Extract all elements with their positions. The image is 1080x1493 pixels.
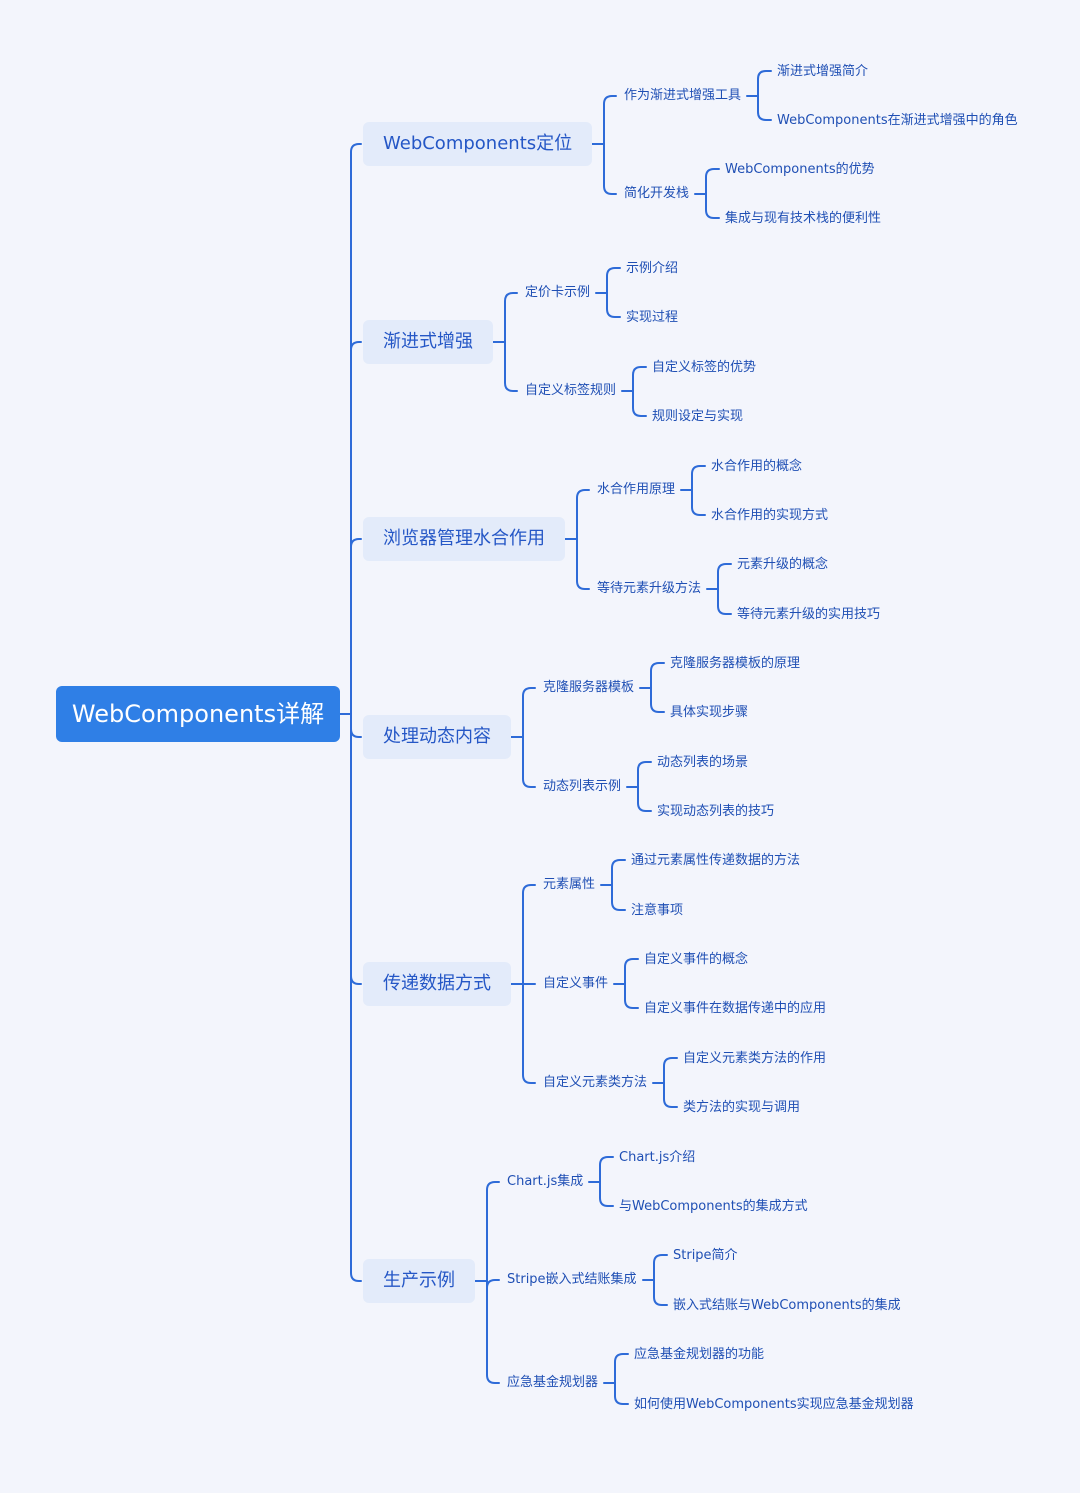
- topic-connector-branch: [486, 1279, 500, 1289]
- subtopic-connector-branch: [614, 1382, 629, 1405]
- topic-connector-branch: [522, 736, 536, 788]
- subtopic-connector-branch: [611, 884, 626, 911]
- subtopic-node[interactable]: 动态列表示例: [543, 779, 622, 794]
- leaf-node[interactable]: 示例介绍: [626, 260, 679, 276]
- root-connector-branch: [350, 538, 362, 715]
- subtopic-node[interactable]: 自定义事件: [543, 976, 609, 991]
- subtopic-connector-branch: [599, 1181, 614, 1207]
- subtopic-connector-branch: [757, 70, 772, 97]
- topic-node[interactable]: 生产示例: [363, 1259, 475, 1303]
- subtopic-node[interactable]: 自定义标签规则: [525, 383, 617, 398]
- leaf-node[interactable]: 类方法的实现与调用: [683, 1099, 801, 1115]
- topic-connector-branch: [522, 687, 536, 738]
- topic-node[interactable]: 渐进式增强: [363, 320, 493, 364]
- leaf-node[interactable]: 自定义元素类方法的作用: [683, 1050, 827, 1066]
- topic-connector-branch: [504, 341, 518, 392]
- subtopic-node[interactable]: Stripe嵌入式结账集成: [507, 1272, 637, 1287]
- subtopic-connector-branch: [637, 786, 652, 812]
- subtopic-node[interactable]: 克隆服务器模板: [543, 680, 635, 695]
- subtopic-node[interactable]: 自定义元素类方法: [543, 1075, 648, 1090]
- leaf-node[interactable]: 实现过程: [626, 309, 679, 325]
- subtopic-connector-branch: [632, 366, 647, 392]
- topic-connector-branch: [603, 95, 617, 145]
- leaf-node[interactable]: Stripe简介: [673, 1247, 738, 1263]
- leaf-node[interactable]: 规则设定与实现: [652, 408, 744, 424]
- leaf-node[interactable]: 通过元素属性传递数据的方法: [631, 852, 801, 868]
- leaf-node[interactable]: 如何使用WebComponents实现应急基金规划器: [634, 1396, 914, 1412]
- subtopic-connector-branch: [691, 465, 706, 491]
- subtopic-connector-branch: [599, 1156, 614, 1183]
- leaf-node[interactable]: 元素升级的概念: [737, 556, 829, 572]
- root-connector-branch: [350, 341, 362, 715]
- leaf-node[interactable]: WebComponents在渐进式增强中的角色: [777, 112, 1018, 128]
- subtopic-connector-branch: [705, 193, 720, 219]
- topic-connector-branch: [576, 489, 590, 540]
- topic-connector-branch: [522, 884, 536, 985]
- leaf-node[interactable]: 渐进式增强简介: [777, 63, 869, 79]
- leaf-node[interactable]: 具体实现步骤: [670, 704, 749, 720]
- leaf-node[interactable]: 克隆服务器模板的原理: [670, 655, 801, 671]
- topic-node[interactable]: 浏览器管理水合作用: [363, 517, 565, 561]
- subtopic-connector-branch: [632, 390, 647, 417]
- subtopic-connector-branch: [663, 1082, 678, 1108]
- subtopic-connector-branch: [663, 1057, 678, 1084]
- leaf-node[interactable]: Chart.js介绍: [619, 1149, 696, 1165]
- subtopic-connector-branch: [717, 563, 732, 590]
- leaf-node[interactable]: 动态列表的场景: [657, 754, 749, 770]
- topic-connector-branch: [486, 1280, 500, 1384]
- subtopic-node[interactable]: Chart.js集成: [507, 1174, 584, 1189]
- leaf-node[interactable]: 水合作用的实现方式: [711, 507, 829, 523]
- topic-connector-branch: [522, 983, 536, 1084]
- subtopic-connector-branch: [624, 958, 639, 985]
- subtopic-node[interactable]: 元素属性: [543, 877, 596, 892]
- subtopic-node[interactable]: 作为渐进式增强工具: [624, 88, 742, 103]
- subtopic-connector-branch: [653, 1279, 668, 1306]
- topic-node[interactable]: WebComponents定位: [363, 122, 593, 166]
- leaf-node[interactable]: WebComponents的优势: [725, 161, 875, 177]
- leaf-node[interactable]: 与WebComponents的集成方式: [619, 1198, 808, 1214]
- topic-connector-branch: [486, 1181, 500, 1282]
- leaf-node[interactable]: 集成与现有技术栈的便利性: [725, 210, 882, 226]
- root-connector-branch: [350, 713, 362, 738]
- leaf-node[interactable]: 水合作用的概念: [711, 458, 803, 474]
- subtopic-connector-branch: [650, 662, 665, 689]
- root-connector-branch: [350, 713, 362, 1282]
- subtopic-node[interactable]: 应急基金规划器: [507, 1375, 599, 1390]
- leaf-node[interactable]: 自定义事件在数据传递中的应用: [644, 1000, 827, 1016]
- root-connector-branch: [350, 143, 362, 715]
- topic-node[interactable]: 传递数据方式: [363, 962, 511, 1006]
- leaf-node[interactable]: 实现动态列表的技巧: [657, 803, 775, 819]
- root-connector-branch: [350, 713, 362, 985]
- subtopic-connector-branch: [606, 267, 621, 294]
- leaf-node[interactable]: 应急基金规划器的功能: [634, 1346, 765, 1362]
- subtopic-node[interactable]: 简化开发栈: [624, 186, 690, 201]
- topic-connector-branch: [603, 143, 617, 195]
- root-node[interactable]: WebComponents详解: [56, 686, 340, 742]
- subtopic-connector-branch: [653, 1254, 668, 1281]
- subtopic-connector-branch: [637, 761, 652, 788]
- topic-node[interactable]: 处理动态内容: [363, 715, 511, 759]
- subtopic-connector-branch: [705, 168, 720, 195]
- subtopic-connector-branch: [624, 983, 639, 1009]
- leaf-node[interactable]: 嵌入式结账与WebComponents的集成: [673, 1297, 901, 1313]
- subtopic-connector-branch: [606, 292, 621, 318]
- leaf-node[interactable]: 注意事项: [631, 902, 684, 918]
- subtopic-connector-branch: [650, 687, 665, 713]
- subtopic-connector-branch: [614, 1353, 629, 1384]
- leaf-node[interactable]: 等待元素升级的实用技巧: [737, 606, 881, 622]
- subtopic-connector-branch: [691, 489, 706, 516]
- subtopic-connector-branch: [717, 588, 732, 615]
- subtopic-connector-branch: [611, 859, 626, 886]
- subtopic-node[interactable]: 定价卡示例: [525, 285, 591, 300]
- subtopic-node[interactable]: 等待元素升级方法: [597, 581, 702, 596]
- leaf-node[interactable]: 自定义标签的优势: [652, 359, 757, 375]
- subtopic-connector-branch: [757, 95, 772, 121]
- subtopic-node[interactable]: 水合作用原理: [597, 482, 676, 497]
- topic-connector-branch: [504, 292, 518, 343]
- topic-connector-branch: [576, 538, 590, 590]
- leaf-node[interactable]: 自定义事件的概念: [644, 951, 749, 967]
